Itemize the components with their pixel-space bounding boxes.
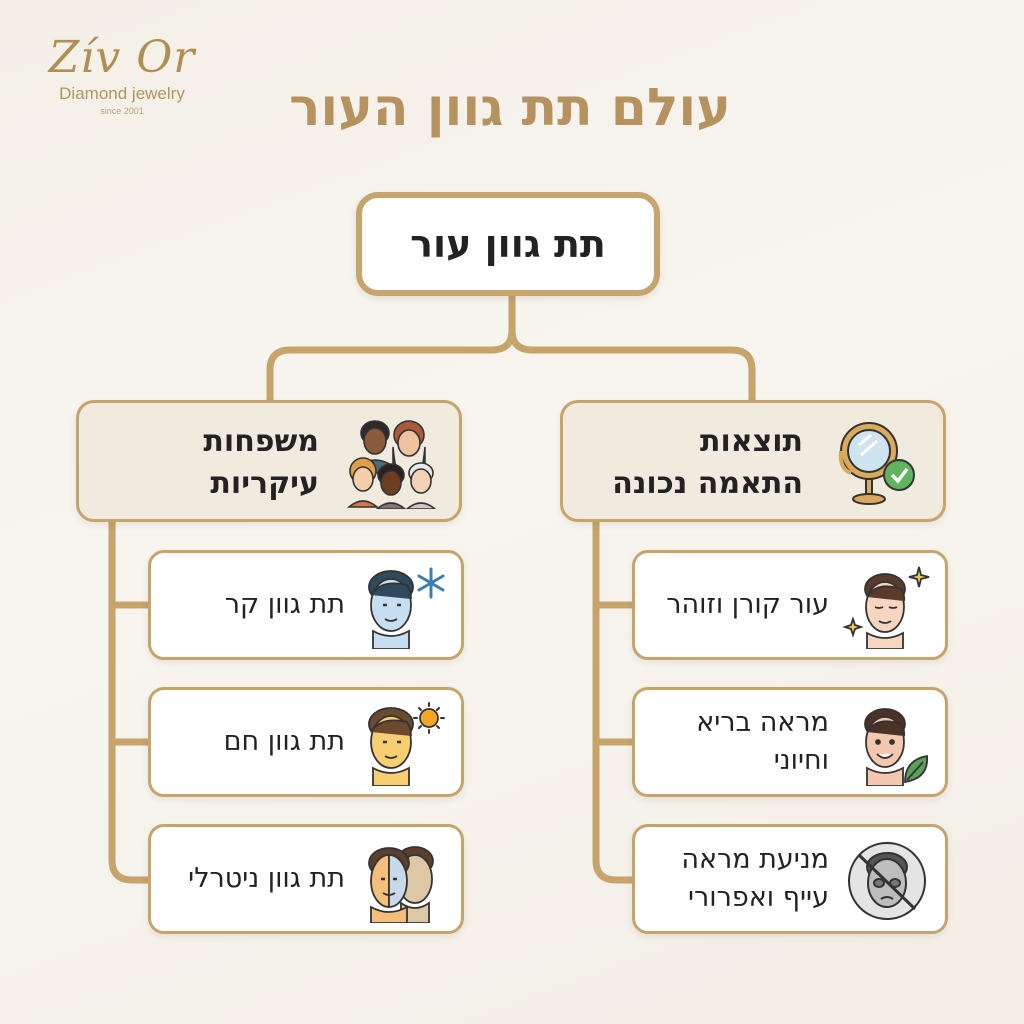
leaf-radiant-skin: עור קורן וזוהר xyxy=(632,550,948,660)
brand-since: since 2001 xyxy=(100,106,144,116)
cool-face-snowflake-icon xyxy=(368,567,445,649)
right-stem xyxy=(508,326,756,404)
brand-name: Zív Or xyxy=(48,32,196,83)
branch-label: תוצאות התאמה נכונה xyxy=(612,424,803,501)
tired-face-crossed-icon xyxy=(848,842,926,920)
leaf-label: עור קורן וזוהר xyxy=(666,589,829,620)
leaf-label: תת גוון חם xyxy=(223,726,345,757)
leaf-healthy-look: מראה בריא וחיוני xyxy=(632,687,948,797)
right-trunk xyxy=(592,518,636,884)
leaf-warm-undertone: תת גוון חם xyxy=(148,687,464,797)
page-title: עולם תת גוון העור xyxy=(289,78,731,138)
mirror-check-icon xyxy=(838,422,915,505)
diverse-people-icon xyxy=(346,420,437,509)
glowing-face-sparkles-icon xyxy=(842,566,930,649)
brand-subtitle: Diamond jewelry xyxy=(59,84,185,103)
branch-correct-match-results: תוצאות התאמה נכונה xyxy=(560,400,946,522)
neutral-two-faces-icon xyxy=(368,846,434,923)
leaf-prevent-tired-look: מניעת מראה עייף ואפרורי xyxy=(632,824,948,934)
branch-label: משפחות עיקריות xyxy=(203,424,319,501)
root-stem xyxy=(266,292,516,404)
leaf-label: תת גוון קר xyxy=(224,589,345,620)
leaf-cool-undertone: תת גוון קר xyxy=(148,550,464,660)
leaf-label: מניעת מראה עייף ואפרורי xyxy=(681,844,829,913)
branch-main-families: משפחות עיקריות xyxy=(76,400,462,522)
left-trunk xyxy=(108,518,152,884)
leaf-label: תת גוון ניטרלי xyxy=(188,863,345,894)
leaf-label: מראה בריא וחיוני xyxy=(696,707,829,776)
leaf-neutral-undertone: תת גוון ניטרלי xyxy=(148,824,464,934)
root-label: תת גוון עור xyxy=(410,222,606,266)
healthy-face-leaf-icon xyxy=(864,708,928,786)
brand-logo: Zív Or Diamond jewelry since 2001 xyxy=(22,32,222,117)
root-node: תת גוון עור xyxy=(356,192,660,296)
warm-face-sun-icon xyxy=(368,702,445,786)
